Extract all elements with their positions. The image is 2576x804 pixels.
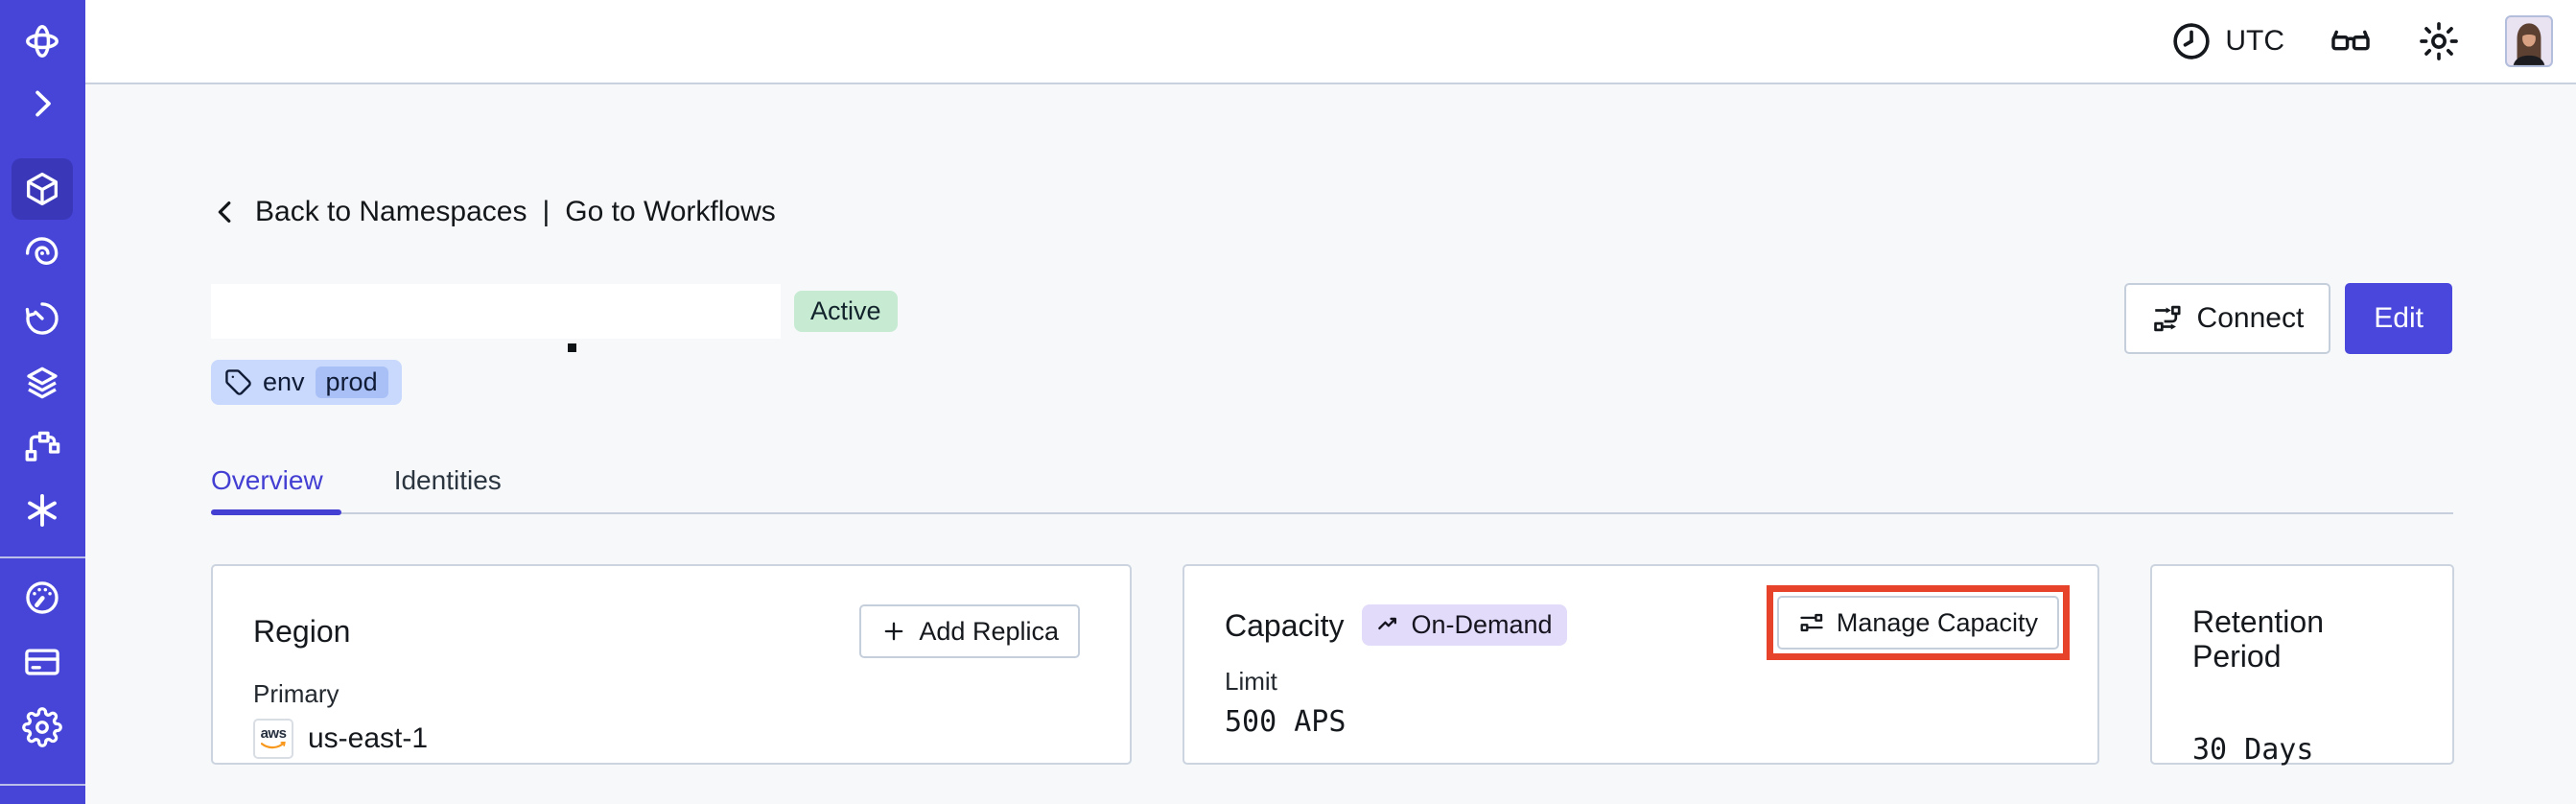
capacity-card: Capacity On-Demand	[1183, 564, 2099, 765]
breadcrumb-back-link[interactable]: Back to Namespaces	[255, 196, 527, 227]
connect-flow-icon	[2151, 302, 2184, 335]
active-tab-indicator	[211, 509, 341, 515]
limit-label: Limit	[1225, 667, 1277, 696]
sidebar-divider	[0, 784, 85, 786]
summary-cards: Region Add Replica Primary aws	[211, 564, 2576, 767]
on-demand-badge: On-Demand	[1361, 604, 1567, 646]
plus-icon	[880, 618, 907, 645]
retention-card: Retention Period 30 Days	[2150, 564, 2454, 767]
retention-card-title: Retention Period	[2192, 604, 2324, 674]
expand-sidebar-icon[interactable]	[12, 73, 73, 134]
text-artifact-dot	[568, 343, 576, 352]
primary-label: Primary	[253, 679, 340, 708]
batch-asterisk-icon[interactable]	[12, 480, 73, 541]
user-avatar[interactable]	[2505, 15, 2553, 67]
limit-value: 500 APS	[1225, 705, 1347, 739]
tag-icon	[224, 368, 252, 396]
breadcrumb-workflows-link[interactable]: Go to Workflows	[565, 196, 776, 227]
capacity-card-title: Capacity	[1225, 607, 1345, 643]
retention-value: 30 Days	[2192, 733, 2314, 767]
breadcrumb-separator: |	[542, 196, 550, 227]
page-actions: Connect Edit	[2123, 283, 2452, 354]
help-circle-icon[interactable]	[12, 794, 73, 804]
tab-identities[interactable]: Identities	[393, 465, 502, 495]
edit-label: Edit	[2374, 302, 2424, 334]
region-card: Region Add Replica Primary aws	[211, 564, 1132, 765]
deployments-layers-icon[interactable]	[12, 352, 73, 414]
connect-label: Connect	[2196, 302, 2305, 334]
manage-capacity-button[interactable]: Manage Capacity	[1776, 596, 2059, 650]
connect-button[interactable]: Connect	[2123, 283, 2331, 354]
billing-card-icon[interactable]	[12, 631, 73, 693]
trend-up-icon	[1376, 612, 1402, 638]
tag-key: env	[263, 367, 305, 396]
sidebar-divider	[0, 556, 85, 558]
region-value: us-east-1	[308, 722, 429, 754]
namespaces-cube-icon[interactable]	[12, 158, 73, 220]
namespace-title-row: Active	[211, 284, 2576, 352]
edit-button[interactable]: Edit	[2345, 283, 2452, 354]
region-card-header: Region Add Replica	[253, 604, 1080, 658]
add-replica-button[interactable]: Add Replica	[859, 604, 1080, 658]
capacity-card-header: Capacity On-Demand	[1225, 604, 2048, 646]
brightness-icon[interactable]	[2417, 19, 2461, 63]
namespace-tag: env prod	[211, 360, 402, 405]
aws-provider-icon: aws	[253, 719, 293, 759]
usage-gauge-icon[interactable]	[12, 567, 73, 628]
region-card-title: Region	[253, 614, 351, 649]
tag-row: env prod	[211, 360, 2576, 405]
sidebar	[0, 0, 85, 804]
add-replica-label: Add Replica	[919, 616, 1059, 646]
temporal-logo-icon[interactable]	[12, 11, 73, 72]
top-bar: UTC	[85, 0, 2576, 84]
timezone-control[interactable]: UTC	[2169, 19, 2284, 63]
nexus-spiral-icon[interactable]	[12, 223, 73, 284]
region-value-row: aws us-east-1	[253, 719, 1080, 759]
annotation-highlight-box: Manage Capacity	[1766, 585, 2070, 660]
settings-gear-icon[interactable]	[12, 697, 73, 758]
back-chevron-icon[interactable]	[211, 198, 240, 226]
timezone-label: UTC	[2225, 25, 2284, 57]
tab-rule	[211, 509, 2453, 515]
status-badge: Active	[794, 290, 898, 333]
manage-capacity-label: Manage Capacity	[1836, 607, 2038, 637]
main-content: Back to Namespaces | Go to Workflows Act…	[85, 84, 2576, 804]
tab-overview[interactable]: Overview	[211, 465, 323, 495]
schedules-timer-icon[interactable]	[12, 288, 73, 349]
on-demand-label: On-Demand	[1411, 610, 1553, 639]
tag-value-chip: prod	[315, 367, 388, 398]
pipelines-branch-icon[interactable]	[12, 414, 73, 476]
redacted-namespace-name	[211, 284, 781, 352]
glasses-icon[interactable]	[2329, 19, 2373, 63]
tab-bar: Overview Identities	[211, 464, 2576, 497]
breadcrumb: Back to Namespaces | Go to Workflows	[211, 192, 2576, 232]
clock-icon	[2169, 19, 2213, 63]
aws-wordmark: aws	[260, 724, 287, 742]
sliders-icon	[1798, 609, 1825, 636]
